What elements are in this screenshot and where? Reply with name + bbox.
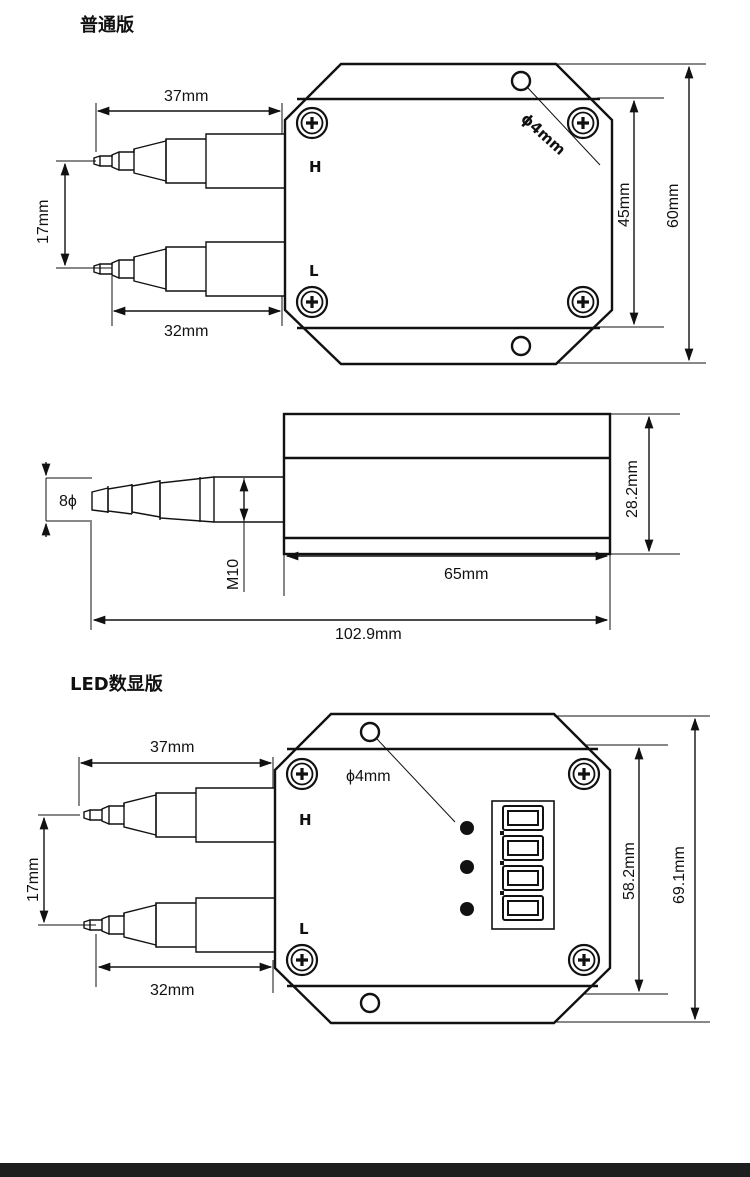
dim-body-length: 65mm <box>444 566 488 583</box>
port-h-label: H <box>299 811 312 829</box>
standard-body <box>283 62 614 366</box>
hole-icon <box>510 70 532 92</box>
fitting-l <box>83 897 275 953</box>
led-decimal-point <box>500 861 504 865</box>
screw-icon <box>566 285 600 319</box>
fitting-h <box>83 787 275 843</box>
screw-icon <box>567 757 601 791</box>
screw-icon <box>285 757 319 791</box>
led-digits <box>500 805 544 921</box>
led-digit-inner <box>507 810 539 826</box>
led-digit <box>502 895 544 921</box>
hole-icon <box>359 721 381 743</box>
led-digit <box>502 865 544 891</box>
port-l-label: L <box>309 262 319 280</box>
led-digit <box>502 805 544 831</box>
indicator-dot <box>460 902 474 916</box>
screw-icon <box>295 285 329 319</box>
side-view-fitting <box>91 476 284 523</box>
dim-hole-diameter: ϕ4mm <box>346 768 391 785</box>
led-body <box>273 712 612 1025</box>
dim-thread: M10 <box>225 559 242 590</box>
indicator-dot <box>460 821 474 835</box>
led-decimal-point <box>500 831 504 835</box>
footer-bar <box>0 1163 750 1177</box>
dim-fitting-spacing: 17mm <box>35 200 52 244</box>
section-title-led: LED数显版 <box>70 673 163 695</box>
screw-icon <box>285 943 319 977</box>
led-display <box>491 800 555 930</box>
led-digit <box>502 835 544 861</box>
indicator-dot <box>460 860 474 874</box>
fitting-h <box>93 133 285 189</box>
dim-fitting-l-length: 32mm <box>164 323 208 340</box>
screw-icon <box>567 943 601 977</box>
dim-mount-spacing: 45mm <box>616 183 633 227</box>
dim-fitting-spacing: 17mm <box>25 858 42 902</box>
screw-icon <box>295 106 329 140</box>
dim-fitting-h-length: 37mm <box>150 739 194 756</box>
dim-fitting-diameter: 8ϕ <box>59 493 77 510</box>
led-decimal-point <box>500 891 504 895</box>
dim-total-length: 102.9mm <box>335 626 402 643</box>
port-l-label: L <box>299 920 309 938</box>
screw-icon <box>566 106 600 140</box>
led-digit-inner <box>507 900 539 916</box>
hole-icon <box>359 992 381 1014</box>
side-view-body <box>282 412 612 556</box>
dim-fitting-l-length: 32mm <box>150 982 194 999</box>
dim-body-height: 69.1mm <box>671 846 688 904</box>
section-title-standard: 普通版 <box>80 14 134 36</box>
hole-icon <box>510 335 532 357</box>
fitting-l <box>93 241 285 297</box>
led-digit-inner <box>507 840 539 856</box>
dim-mount-spacing: 58.2mm <box>621 842 638 900</box>
led-digit-inner <box>507 870 539 886</box>
dim-body-height: 60mm <box>665 184 682 228</box>
port-h-label: H <box>309 158 322 176</box>
dim-fitting-h-length: 37mm <box>164 88 208 105</box>
dim-body-thickness: 28.2mm <box>624 460 641 518</box>
